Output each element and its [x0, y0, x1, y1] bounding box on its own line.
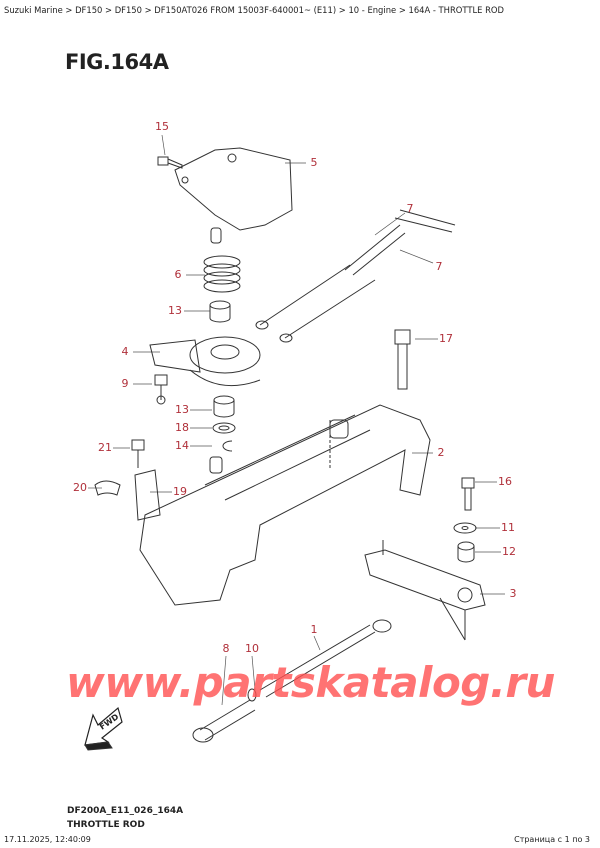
callout-5[interactable]: 5: [310, 156, 318, 169]
leader-lines: [88, 134, 505, 706]
callout-4[interactable]: 4: [121, 345, 129, 358]
bracket-part: [174, 147, 293, 231]
callout-20[interactable]: 20: [73, 481, 87, 494]
callout-16[interactable]: 16: [498, 475, 512, 488]
throttle-bracket-part: [139, 404, 431, 606]
callout-14[interactable]: 14: [175, 439, 189, 452]
drawing-title: THROTTLE ROD: [67, 820, 145, 830]
watermark: www.partskatalog.ru: [66, 658, 555, 707]
callout-6[interactable]: 6: [174, 268, 182, 281]
callout-17[interactable]: 17: [439, 332, 453, 345]
callout-1[interactable]: 1: [310, 623, 318, 636]
callout-7b[interactable]: 7: [435, 260, 443, 273]
callout-2[interactable]: 2: [437, 446, 445, 459]
throttle-cables: [255, 209, 456, 343]
figure-title: FIG.164A: [65, 50, 169, 74]
callout-19[interactable]: 19: [173, 485, 187, 498]
callout-8[interactable]: 8: [222, 642, 230, 655]
fwd-arrow-icon: FWD: [84, 706, 123, 751]
callout-13[interactable]: 13: [168, 304, 182, 317]
callout-7[interactable]: 7: [406, 202, 414, 215]
callout-10[interactable]: 10: [245, 642, 259, 655]
print-datetime: 17.11.2025, 12:40:09: [4, 835, 91, 844]
callout-21[interactable]: 21: [98, 441, 112, 454]
callout-3[interactable]: 3: [509, 587, 517, 600]
callout-13b[interactable]: 13: [175, 403, 189, 416]
throttle-lever-part: [149, 336, 261, 387]
throttle-rod-part: [192, 619, 392, 743]
drawing-code: DF200A_E11_026_164A: [67, 806, 184, 816]
page-indicator: Страница с 1 по 3: [514, 835, 590, 844]
callout-11[interactable]: 11: [501, 521, 515, 534]
lever-arm-part: [364, 540, 486, 641]
breadcrumb: Suzuki Marine > DF150 > DF150 > DF150AT0…: [4, 5, 504, 15]
callout-15[interactable]: 15: [155, 120, 169, 133]
callout-9[interactable]: 9: [121, 377, 129, 390]
callout-18[interactable]: 18: [175, 421, 189, 434]
spring-part: [203, 255, 241, 293]
callout-12[interactable]: 12: [502, 545, 516, 558]
